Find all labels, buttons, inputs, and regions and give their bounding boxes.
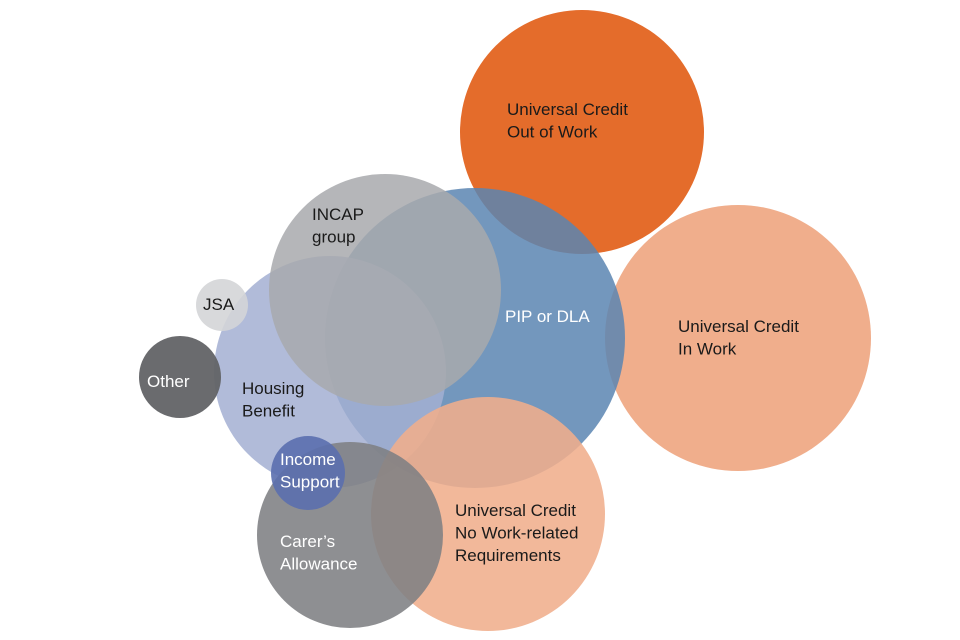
bubble-label-line: Universal Credit (678, 317, 799, 336)
bubble-jsa (196, 279, 248, 331)
bubble-label-line: No Work-related (455, 524, 578, 543)
bubble-label-line: Allowance (280, 555, 358, 574)
bubble-label-line: group (312, 228, 355, 247)
bubble-label-line: In Work (678, 340, 737, 359)
bubble-label-line: Universal Credit (507, 100, 628, 119)
bubble-uc-out-of-work (460, 10, 704, 254)
bubble-label-line: Support (280, 473, 340, 492)
bubble-label-line: Other (147, 372, 190, 391)
bubble-label-line: PIP or DLA (505, 307, 590, 326)
bubble-label-other: Other (147, 372, 190, 391)
bubble-label-line: JSA (203, 295, 235, 314)
bubble-label-line: Out of Work (507, 123, 598, 142)
bubble-label-line: Requirements (455, 546, 561, 565)
bubble-incap-group (269, 174, 501, 406)
bubble-label-line: Housing (242, 379, 304, 398)
bubble-label-line: Benefit (242, 402, 295, 421)
bubble-label-line: Carer’s (280, 532, 335, 551)
bubble-label-uc-in-work: Universal Credit In Work (678, 317, 799, 359)
bubble-income-support (271, 436, 345, 510)
bubble-label-pip-or-dla: PIP or DLA (505, 307, 590, 326)
bubble-other (139, 336, 221, 418)
bubble-uc-in-work (605, 205, 871, 471)
bubble-label-incap-group: INCAP group (312, 205, 364, 247)
bubble-label-line: INCAP (312, 205, 364, 224)
bubble-label-line: Income (280, 450, 336, 469)
bubble-label-jsa: JSA (203, 295, 235, 314)
bubble-label-line: Universal Credit (455, 501, 576, 520)
